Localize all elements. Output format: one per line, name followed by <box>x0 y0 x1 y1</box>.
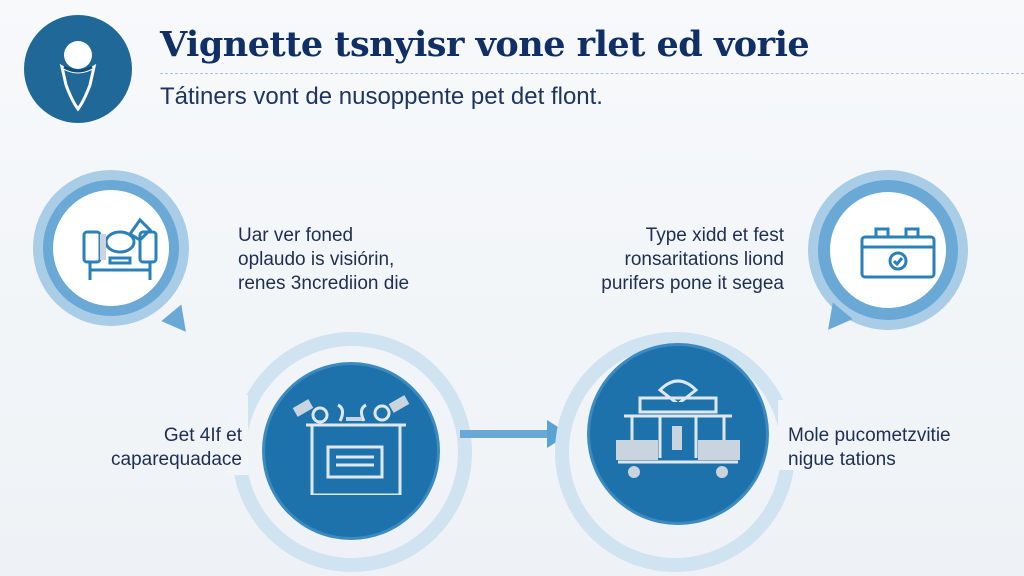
text-line: renes 3ncrediion die <box>238 273 410 294</box>
circle-core <box>265 365 437 537</box>
text-line: ronsaritations liond <box>624 249 784 270</box>
flow-arrow <box>460 430 556 438</box>
text-line: oplaudo is visiórin, <box>238 249 395 270</box>
toolbox-icon <box>292 395 410 495</box>
step-text-top-left: Uar ver foned oplaudo is visiórin, renes… <box>238 224 409 296</box>
step-text-top-right: Type xidd et fest ronsaritations liond p… <box>580 224 784 296</box>
text-line: caparequadace <box>111 449 242 470</box>
ring-gap <box>226 395 248 475</box>
text-line: Type xidd et fest <box>645 225 784 246</box>
text-line: Mole pucometzvitie <box>788 425 951 446</box>
text-line: Get 4If et <box>163 425 242 446</box>
cart-station-icon <box>616 379 740 478</box>
text-line: nigue tations <box>788 449 896 470</box>
logo <box>24 15 132 123</box>
page-subtitle: Tátiners vont de nusoppente pet det flon… <box>160 83 603 110</box>
step-text-bottom-right: Mole pucometzvitie nigue tations <box>788 424 951 472</box>
page-title: Vignette tsnyisr vone rlet ed vorie <box>160 24 810 65</box>
text-line: purifers pone it segea <box>601 273 784 294</box>
person-pin-icon <box>59 41 97 112</box>
title-divider <box>160 73 1024 74</box>
text-line: Uar ver foned <box>238 225 354 246</box>
step-text-bottom-left: Get 4If et caparequadace <box>96 424 242 472</box>
bubble-tail <box>161 304 197 340</box>
bubble-inner <box>830 192 946 308</box>
calendar-check-icon <box>860 227 936 279</box>
ring-gap <box>778 400 802 470</box>
armchair-icon <box>82 217 158 280</box>
